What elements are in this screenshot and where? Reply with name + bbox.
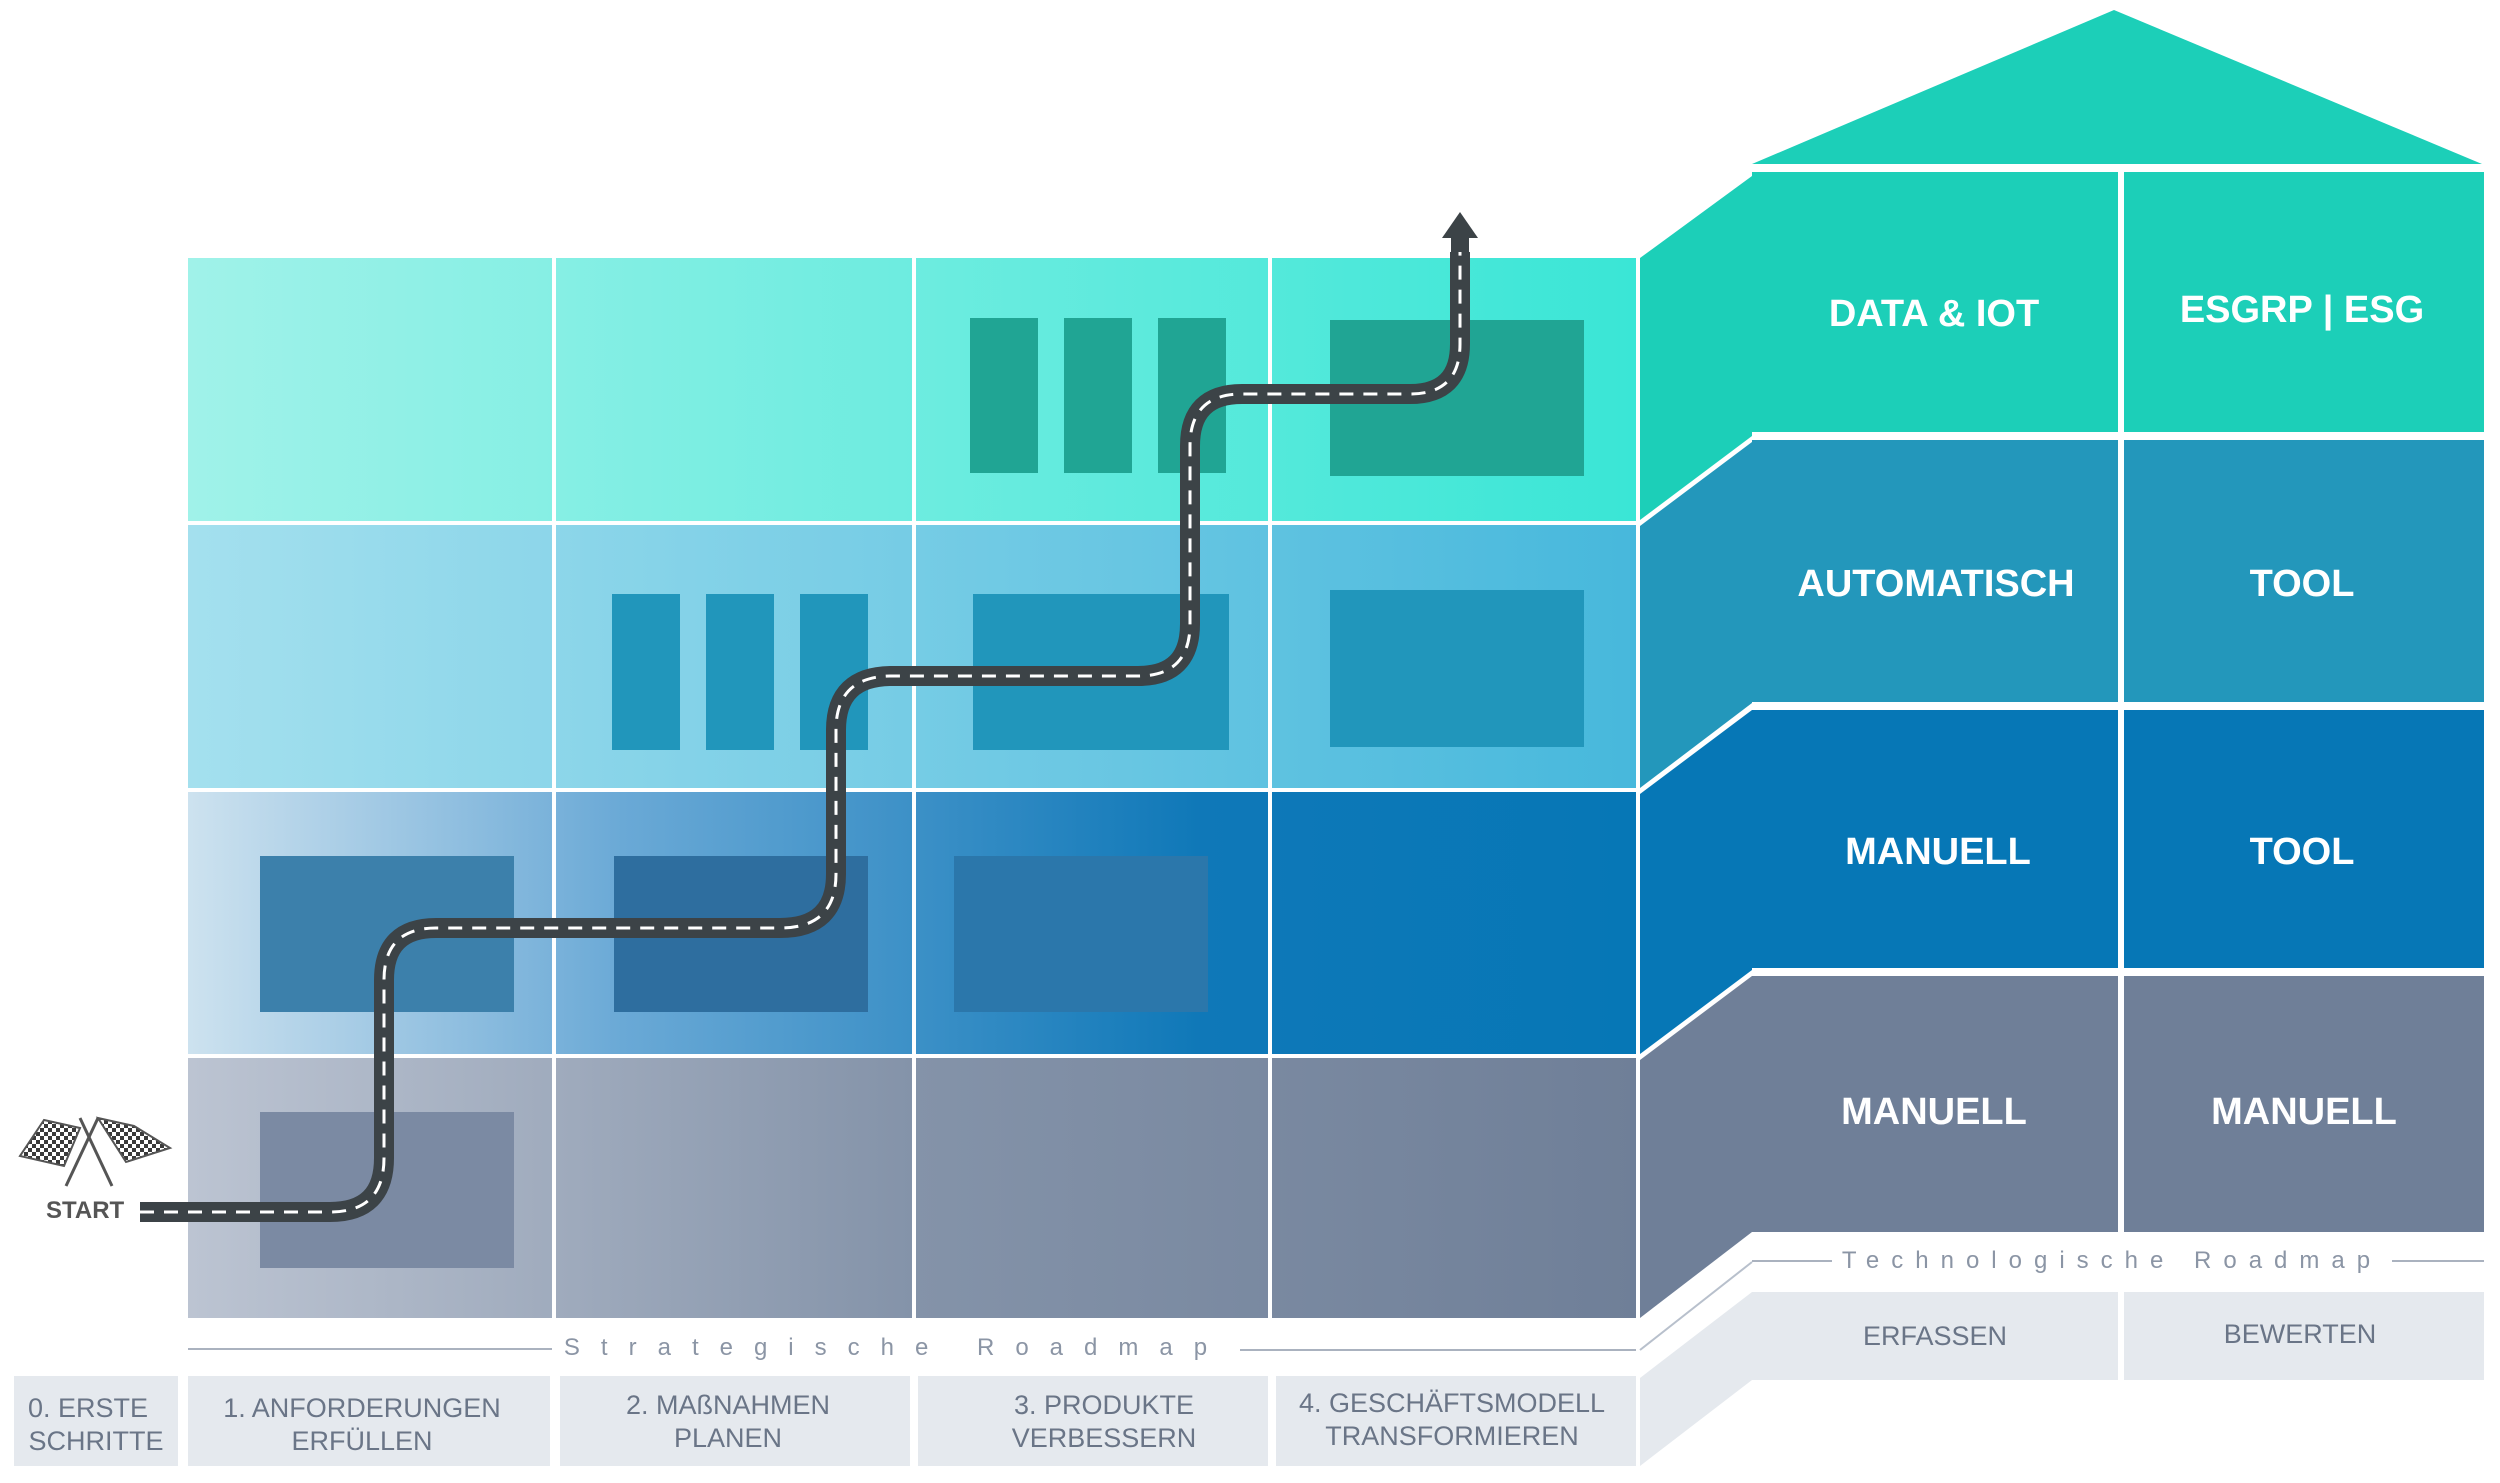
tech-cell-bewerten-4: MANUELL (2211, 1091, 2397, 1133)
tech-cell-erfassen-1: DATA & IOT (1829, 293, 2039, 335)
phase-1-line1: 1. ANFORDERUNGEN (223, 1393, 501, 1423)
road-path (140, 252, 1470, 1222)
tech-column-erfassen: ERFASSEN (1863, 1321, 2007, 1351)
phase-2-line2: PLANEN (674, 1423, 782, 1453)
block (706, 594, 774, 750)
phase-0-line1: 0. ERSTE (28, 1393, 148, 1423)
start-label: START (46, 1197, 125, 1224)
tech-column-bewerten: BEWERTEN (2224, 1319, 2377, 1349)
block (954, 856, 1208, 1012)
tech-cell-erfassen-4: MANUELL (1841, 1091, 2027, 1133)
phase-3-line2: VERBESSERN (1012, 1423, 1197, 1453)
block (612, 594, 680, 750)
strategic-roadmap-label: Strategische Roadmap (564, 1334, 1228, 1361)
roof (1752, 10, 2482, 164)
tech-house (1752, 172, 2484, 1380)
tech-cell-erfassen-2: AUTOMATISCH (1797, 563, 2074, 605)
phase-0-line2: SCHRITTE (29, 1426, 164, 1456)
arrow-up-icon (1442, 212, 1478, 238)
block (1064, 318, 1132, 473)
strategic-grid (188, 258, 1636, 1318)
phase-4-line1: 4. GESCHÄFTSMODELL (1299, 1388, 1605, 1418)
phase-3-line1: 3. PRODUKTE (1014, 1390, 1194, 1420)
tech-cell-bewerten-2: TOOL (2250, 563, 2355, 605)
phase-2-line1: 2. MAßNAHMEN (626, 1390, 830, 1420)
arrow-stem (1451, 236, 1469, 252)
tech-roadmap-label: Technologische Roadmap (1842, 1247, 2382, 1274)
phase-4-line2: TRANSFORMIEREN (1325, 1421, 1579, 1451)
phase-1-line2: ERFÜLLEN (291, 1426, 432, 1456)
tech-cell-bewerten-1: ESGRP | ESG (2180, 289, 2424, 331)
phase-labels (14, 1376, 1636, 1466)
block (1330, 590, 1584, 747)
checkered-flags-icon (18, 1116, 173, 1187)
block (970, 318, 1038, 473)
tech-cell-erfassen-3: MANUELL (1845, 831, 2031, 873)
tech-cell-bewerten-3: TOOL (2250, 831, 2355, 873)
side-faces (1639, 176, 1753, 1466)
